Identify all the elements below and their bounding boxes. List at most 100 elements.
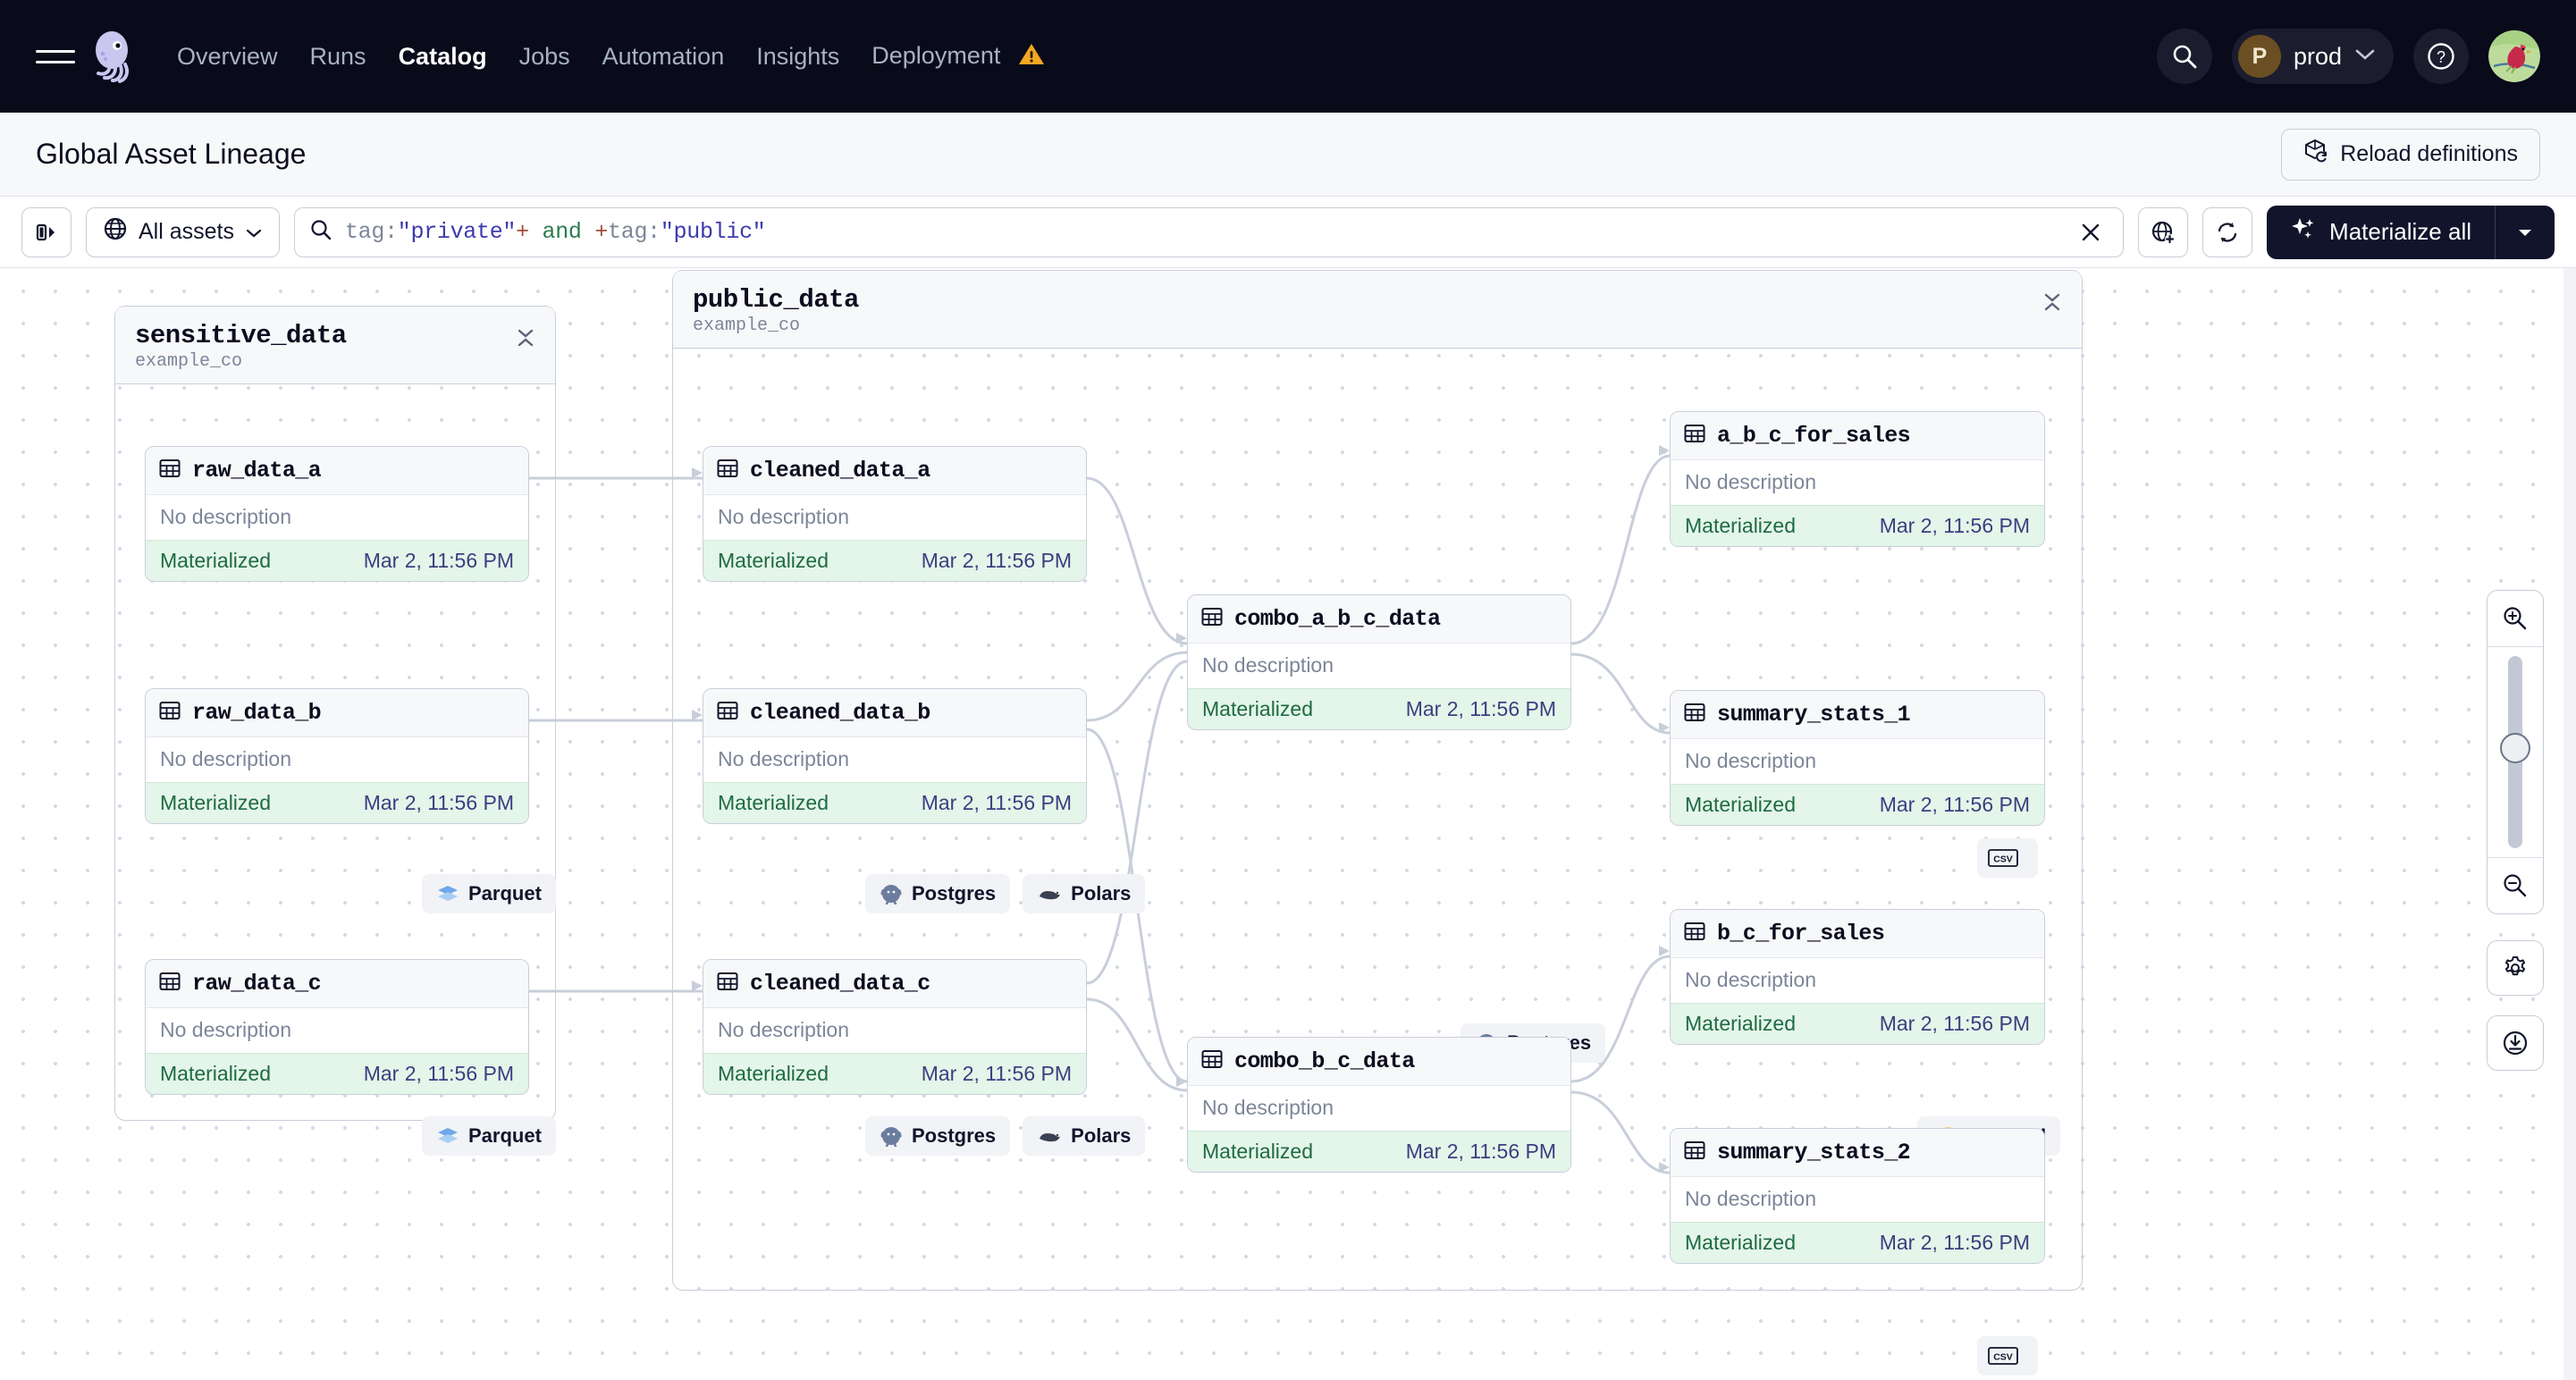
parquet-icon bbox=[436, 884, 459, 904]
collapse-icon[interactable] bbox=[516, 321, 535, 354]
asset-node-raw-data-c[interactable]: raw_data_c No description Materialized M… bbox=[145, 959, 529, 1095]
collapse-icon[interactable] bbox=[2042, 285, 2062, 318]
asset-group-name: sensitive_data bbox=[135, 321, 347, 350]
asset-group-sensitive-data[interactable]: sensitive_data example_co bbox=[114, 306, 556, 1121]
table-icon bbox=[158, 457, 181, 484]
asset-node-status-bar: Materialized Mar 2, 11:56 PM bbox=[1671, 1222, 2044, 1263]
zoom-slider-handle[interactable] bbox=[2500, 733, 2530, 763]
tag-polars[interactable]: Polars bbox=[1023, 874, 1146, 913]
materialize-divider bbox=[2495, 205, 2496, 259]
sparkle-icon bbox=[2290, 215, 2317, 248]
asset-group-name: public_data bbox=[693, 285, 859, 315]
refresh-icon[interactable] bbox=[2202, 206, 2253, 257]
asset-node-cleaned-data-b[interactable]: cleaned_data_b No description Materializ… bbox=[703, 688, 1087, 824]
asset-node-raw-data-a[interactable]: raw_data_a No description Materialized M… bbox=[145, 446, 529, 582]
asset-node-name: summary_stats_2 bbox=[1717, 1140, 1911, 1165]
asset-group-repo: example_co bbox=[135, 351, 243, 372]
asset-group-header[interactable]: public_data example_co bbox=[673, 271, 2082, 349]
zoom-controls[interactable] bbox=[2487, 590, 2544, 914]
asset-scope-selector[interactable]: All assets bbox=[86, 206, 280, 257]
status-badge: Materialized bbox=[1202, 697, 1313, 720]
asset-node-status-bar: Materialized Mar 2, 11:56 PM bbox=[146, 540, 528, 581]
asset-node-summary-stats-2[interactable]: summary_stats_2 No description Materiali… bbox=[1670, 1128, 2045, 1264]
search-query-text: tag:"private"+ and +tag:"public" bbox=[345, 219, 766, 245]
asset-node-timestamp: Mar 2, 11:56 PM bbox=[1879, 1231, 2030, 1254]
asset-group-header[interactable]: sensitive_data example_co bbox=[115, 307, 555, 384]
zoom-slider[interactable] bbox=[2487, 647, 2544, 857]
asset-node-timestamp: Mar 2, 11:56 PM bbox=[921, 1062, 1072, 1085]
asset-node-status-bar: Materialized Mar 2, 11:56 PM bbox=[703, 1053, 1086, 1094]
asset-node-status-bar: Materialized Mar 2, 11:56 PM bbox=[703, 782, 1086, 823]
zoom-in-icon[interactable] bbox=[2487, 591, 2544, 646]
nav-link-insights[interactable]: Insights bbox=[756, 42, 840, 70]
tag-csv[interactable]: CSV bbox=[1977, 1336, 2038, 1376]
nav-link-runs[interactable]: Runs bbox=[309, 42, 366, 70]
search-icon[interactable] bbox=[2156, 29, 2212, 84]
asset-node-timestamp: Mar 2, 11:56 PM bbox=[1405, 697, 1556, 720]
asset-node-header: a_b_c_for_sales bbox=[1671, 412, 2044, 460]
canvas-scrollbar-vertical[interactable] bbox=[2563, 268, 2576, 1380]
close-icon[interactable] bbox=[2073, 215, 2109, 250]
status-badge: Materialized bbox=[718, 791, 829, 814]
asset-search-input[interactable]: tag:"private"+ and +tag:"public" bbox=[293, 206, 2125, 257]
tag-postgres[interactable]: Postgres bbox=[865, 1116, 1011, 1156]
asset-node-name: a_b_c_for_sales bbox=[1717, 423, 1911, 449]
asset-node-cleaned-data-a[interactable]: cleaned_data_a No description Materializ… bbox=[703, 446, 1087, 582]
asset-node-name: cleaned_data_b bbox=[750, 700, 930, 726]
dagster-logo[interactable] bbox=[88, 29, 143, 84]
hamburger-icon[interactable] bbox=[36, 37, 75, 76]
download-graph-button[interactable] bbox=[2487, 1015, 2544, 1071]
status-badge: Materialized bbox=[718, 1062, 829, 1085]
deployment-selector[interactable]: P prod bbox=[2231, 29, 2394, 84]
asset-node-cleaned-data-c[interactable]: cleaned_data_c No description Materializ… bbox=[703, 959, 1087, 1095]
tag-postgres[interactable]: Postgres bbox=[865, 874, 1011, 913]
asset-node-description: No description bbox=[160, 1018, 292, 1041]
top-navigation-bar: Overview Runs Catalog Jobs Automation In… bbox=[0, 0, 2576, 113]
tag-polars[interactable]: Polars bbox=[1023, 1116, 1146, 1156]
nav-link-overview[interactable]: Overview bbox=[177, 42, 278, 70]
asset-node-summary-stats-1[interactable]: summary_stats_1 No description Materiali… bbox=[1670, 690, 2045, 826]
question-mark-icon[interactable]: ? bbox=[2413, 29, 2469, 84]
user-avatar[interactable] bbox=[2488, 30, 2540, 82]
caret-down-icon[interactable] bbox=[2496, 226, 2555, 239]
asset-node-header: cleaned_data_a bbox=[703, 447, 1086, 495]
asset-node-raw-data-b[interactable]: raw_data_b No description Materialized M… bbox=[145, 688, 529, 824]
query-token-1: "private" bbox=[397, 219, 517, 245]
asset-node-header: raw_data_a bbox=[146, 447, 528, 495]
asset-node-name: summary_stats_1 bbox=[1717, 702, 1911, 728]
asset-node-timestamp: Mar 2, 11:56 PM bbox=[363, 791, 514, 814]
asset-lineage-canvas[interactable]: sensitive_data example_co public_data ex… bbox=[0, 268, 2576, 1380]
asset-node-combo-a-b-c-data[interactable]: combo_a_b_c_data No description Material… bbox=[1187, 594, 1571, 730]
status-badge: Materialized bbox=[1685, 514, 1796, 537]
asset-node-header: combo_b_c_data bbox=[1188, 1038, 1570, 1086]
nav-link-catalog[interactable]: Catalog bbox=[398, 42, 487, 70]
query-token-2: + bbox=[516, 219, 529, 245]
asset-node-status-bar: Materialized Mar 2, 11:56 PM bbox=[146, 1053, 528, 1094]
tag-parquet[interactable]: Parquet bbox=[422, 1116, 556, 1156]
table-icon bbox=[716, 699, 739, 727]
nav-links: Overview Runs Catalog Jobs Automation In… bbox=[177, 42, 1045, 72]
tag-parquet[interactable]: Parquet bbox=[422, 874, 556, 913]
graph-settings-button[interactable] bbox=[2487, 940, 2544, 996]
asset-node-name: cleaned_data_c bbox=[750, 971, 930, 997]
zoom-out-icon[interactable] bbox=[2487, 858, 2544, 913]
nav-link-deployment[interactable]: Deployment bbox=[871, 42, 1045, 72]
asset-node-description: No description bbox=[160, 505, 292, 528]
panel-expand-icon[interactable] bbox=[21, 206, 72, 257]
asset-group-public-data[interactable]: public_data example_co bbox=[672, 270, 2083, 1291]
reload-definitions-button[interactable]: Reload definitions bbox=[2281, 128, 2540, 181]
asset-tag-row: Postgres Polars bbox=[865, 1116, 1146, 1156]
globe-plus-icon[interactable] bbox=[2138, 206, 2189, 257]
tag-csv[interactable]: CSV bbox=[1977, 838, 2038, 878]
asset-node-name: combo_b_c_data bbox=[1234, 1048, 1415, 1074]
materialize-all-button[interactable]: Materialize all bbox=[2267, 205, 2555, 259]
asset-node-combo-b-c-data[interactable]: combo_b_c_data No description Materializ… bbox=[1187, 1037, 1571, 1173]
nav-link-automation[interactable]: Automation bbox=[602, 42, 725, 70]
divider bbox=[2488, 646, 2543, 647]
asset-node-b-c-for-sales[interactable]: b_c_for_sales No description Materialize… bbox=[1670, 909, 2045, 1045]
asset-tag-row: Parquet bbox=[422, 874, 556, 913]
asset-node-a-b-c-for-sales[interactable]: a_b_c_for_sales No description Materiali… bbox=[1670, 411, 2045, 547]
asset-node-timestamp: Mar 2, 11:56 PM bbox=[1879, 514, 2030, 537]
asset-node-header: cleaned_data_c bbox=[703, 960, 1086, 1008]
nav-link-jobs[interactable]: Jobs bbox=[518, 42, 570, 70]
